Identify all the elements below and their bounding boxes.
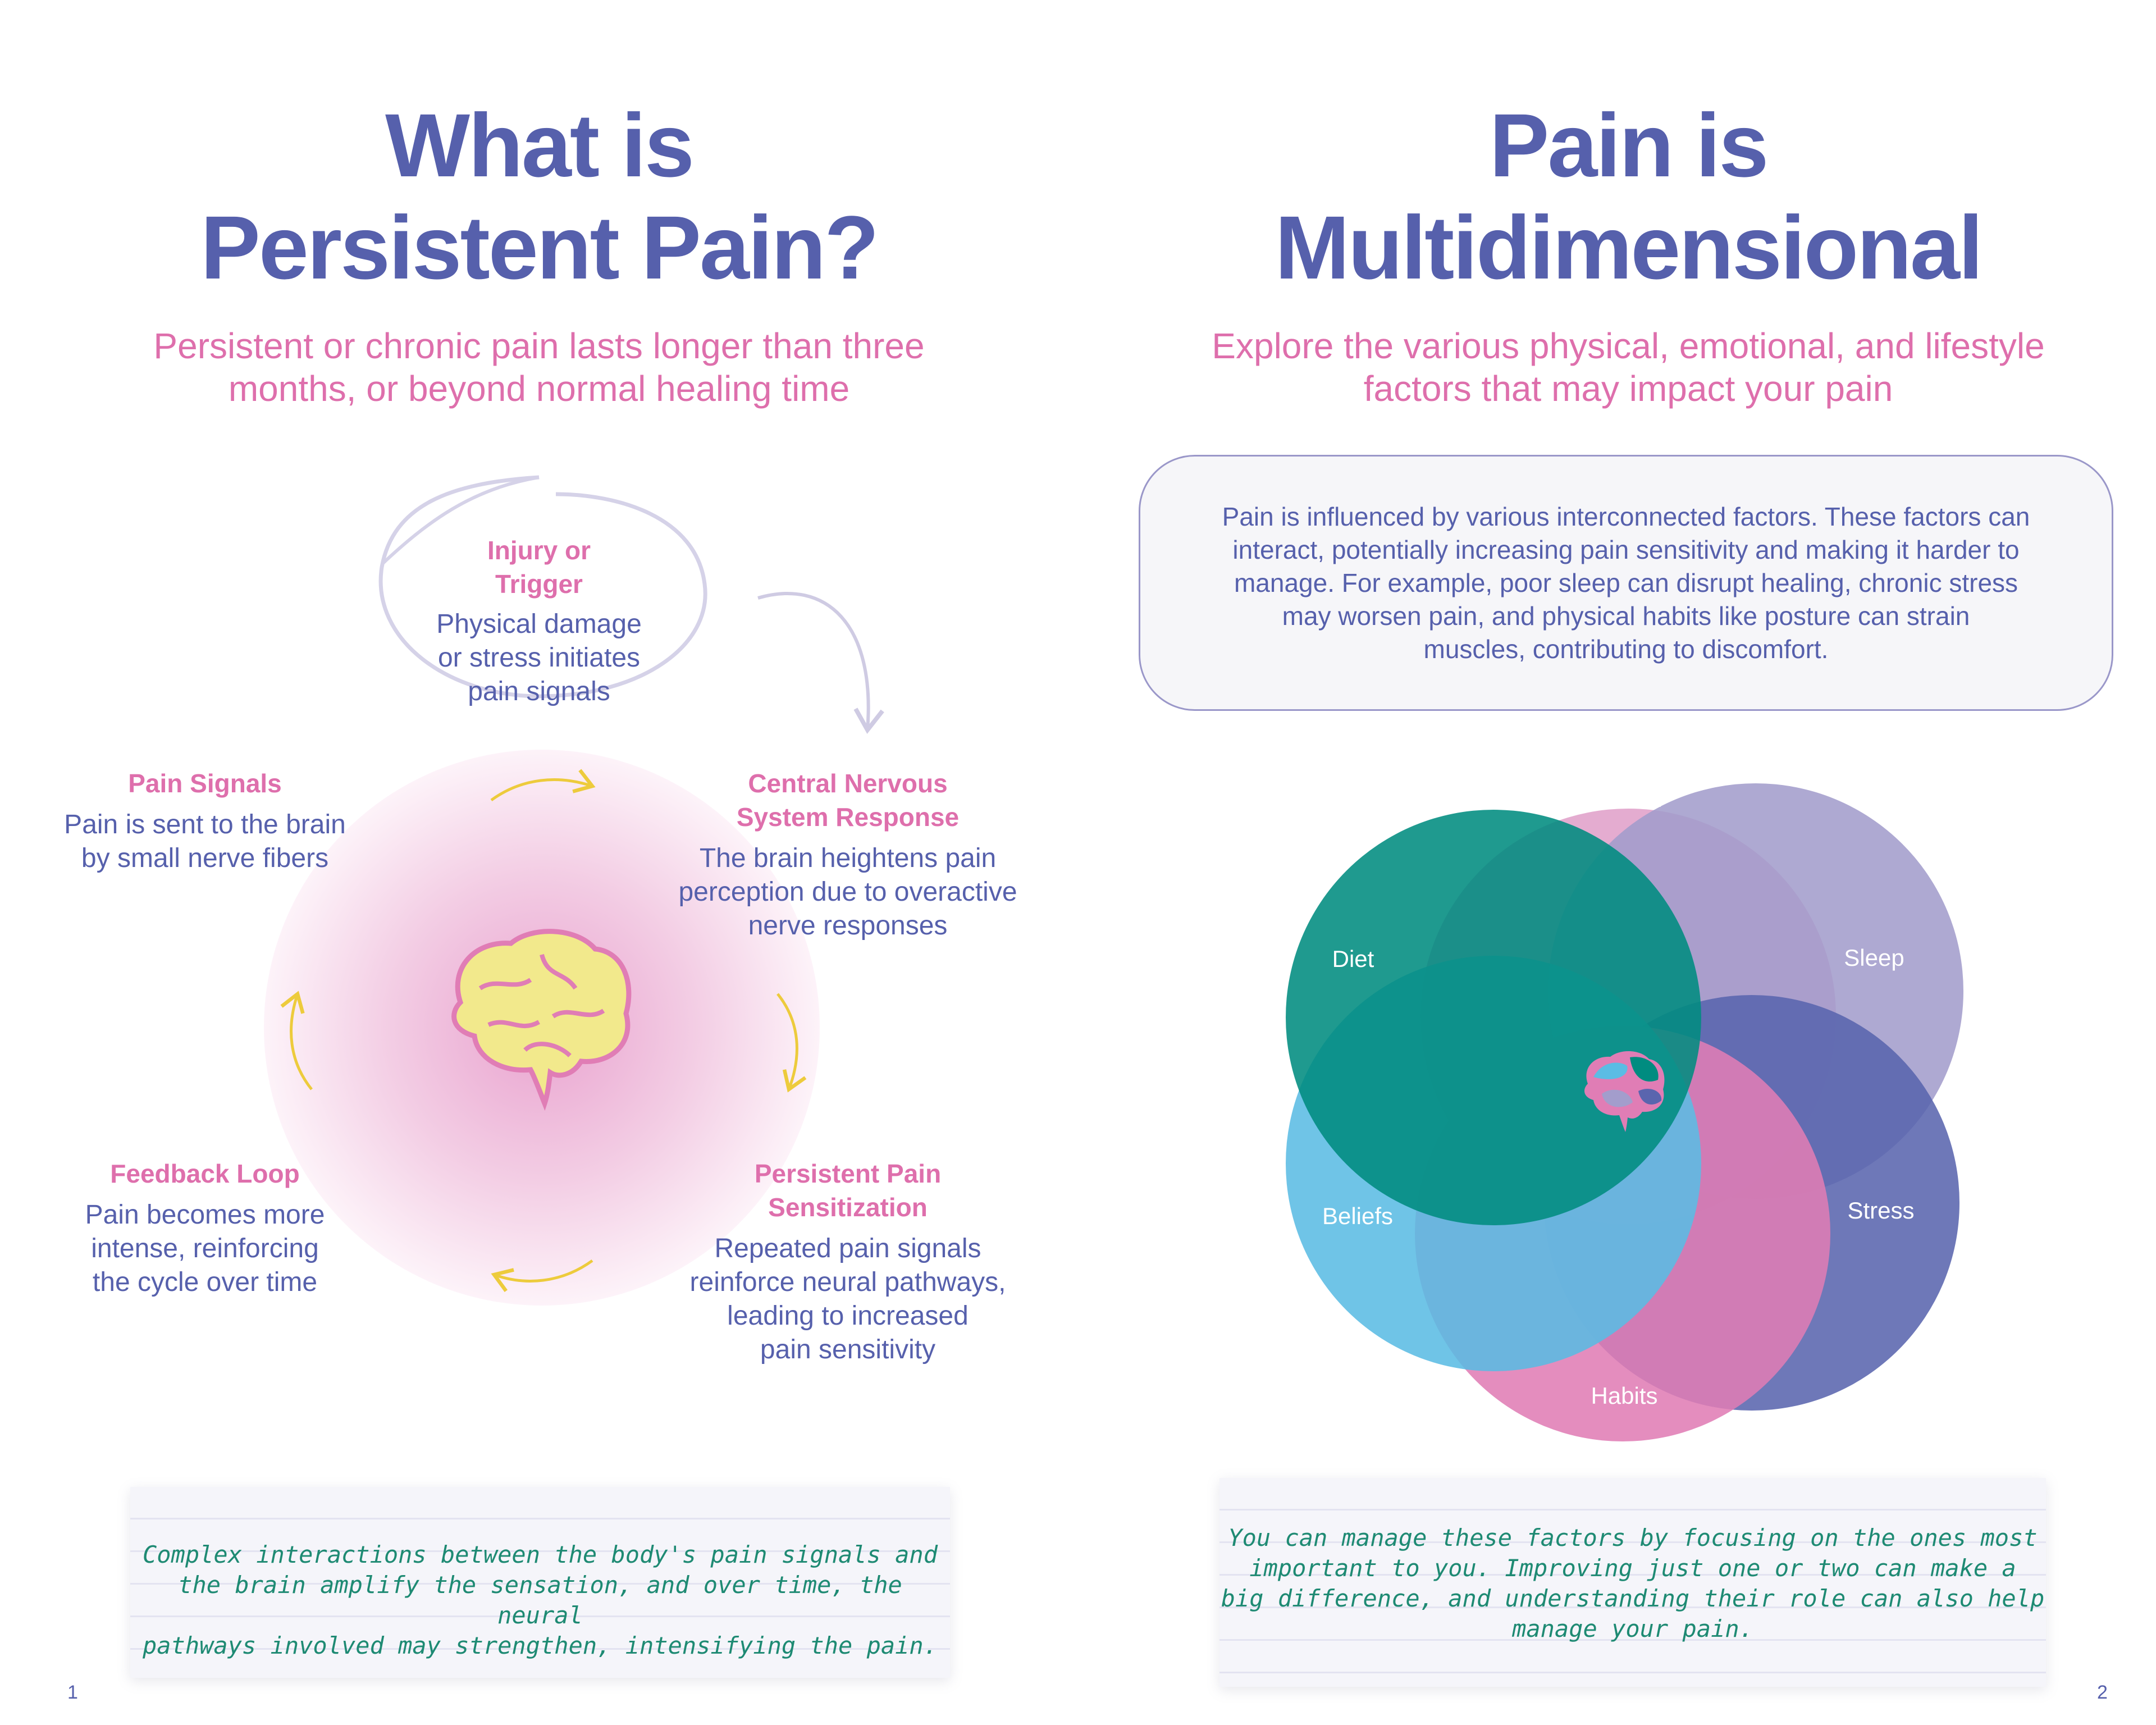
page-number: 2 (2097, 1682, 2108, 1703)
step-description: Pain becomes more intense, reinforcing the… (34, 1198, 376, 1299)
venn-label: Habits (1591, 1382, 1657, 1409)
venn-center-brain-icon (1584, 1051, 1665, 1132)
note-text: You can manage these factors by focusing… (1219, 1523, 2046, 1644)
note-line: pathways involved may strengthen, intens… (142, 1632, 938, 1659)
step-description: Repeated pain signals reinforce neural pa… (651, 1232, 1044, 1367)
text-line: reinforce neural pathways, (689, 1267, 1006, 1297)
brain-icon (451, 929, 632, 1111)
title-line: Persistent Pain? (200, 197, 879, 298)
page-subtitle: Explore the various physical, emotional,… (1168, 325, 2089, 410)
step-description: Pain is sent to the brain by small nerve … (34, 808, 376, 875)
title-line: Pain Signals (128, 769, 282, 798)
info-line: manage. For example, poor sleep can disr… (1234, 568, 2018, 597)
note-line: important to you. Improving just one or … (1249, 1554, 2016, 1582)
venn-label: Sleep (1844, 944, 1904, 971)
text-line: The brain heightens pain (699, 843, 997, 873)
step-feedback-loop: Feedback Loop Pain becomes more intense, … (34, 1157, 376, 1299)
note-line: You can manage these factors by focusing… (1228, 1524, 2038, 1551)
info-line: may worsen pain, and physical habits lik… (1282, 601, 1970, 631)
title-line: Multidimensional (1275, 197, 1984, 298)
subtitle-line: factors that may impact your pain (1363, 368, 1893, 409)
yellow-arrow-top (490, 769, 596, 802)
title-line: Feedback Loop (110, 1159, 300, 1188)
yellow-arrow-bottom (491, 1259, 593, 1292)
venn-label: Health (1594, 786, 1662, 812)
info-line: muscles, contributing to discomfort. (1423, 635, 1829, 664)
text-line: by small nerve fibers (81, 843, 329, 873)
text-line: intense, reinforcing (91, 1234, 319, 1263)
text-line: pain sensitivity (760, 1335, 936, 1365)
trigger-loop-tail (380, 476, 540, 566)
info-box: Pain is influenced by various interconne… (1139, 455, 2113, 711)
page-title: What is Persistent Pain? (135, 94, 943, 299)
venn-label: Stress (1847, 1197, 1914, 1224)
text-line: Repeated pain signals (714, 1234, 981, 1263)
step-injury-trigger: Injury or Trigger Physical damage or stres… (393, 533, 685, 709)
info-line: Pain is influenced by various interconne… (1222, 502, 2030, 531)
title-line: Persistent Pain (754, 1159, 942, 1188)
subtitle-line: months, or beyond normal healing time (228, 368, 850, 409)
title-line: Central Nervous (748, 769, 948, 798)
step-title: Feedback Loop (34, 1157, 376, 1190)
step-pain-signals: Pain Signals Pain is sent to the brain by… (34, 766, 376, 875)
note-card-left: Complex interactions between the body's … (130, 1487, 950, 1678)
yellow-arrow-right (776, 993, 807, 1093)
lavender-arrow (757, 592, 884, 734)
text-line: or stress initiates (437, 643, 641, 673)
page-number: 1 (67, 1682, 78, 1703)
title-line: Pain is (1489, 95, 1769, 195)
step-description: The brain heightens pain perception due t… (651, 842, 1044, 943)
note-line: manage your pain. (1512, 1615, 1753, 1642)
venn-label: Beliefs (1322, 1203, 1393, 1229)
pain-cycle-diagram (264, 475, 884, 1306)
text-line: the cycle over time (92, 1267, 318, 1297)
title-line: Sensitization (768, 1193, 928, 1222)
step-description: Physical damage or stress initiates pain s… (393, 608, 685, 709)
step-title: Pain Signals (34, 766, 376, 800)
text-line: Pain is sent to the brain (64, 810, 346, 839)
title-line: System Response (736, 802, 960, 832)
subtitle-line: Persistent or chronic pain lasts longer … (153, 326, 925, 366)
title-line: Trigger (495, 569, 583, 599)
text-line: perception due to overactive (678, 877, 1017, 907)
venn-label: Tissue (1594, 756, 1662, 783)
note-card-right: You can manage these factors by focusing… (1219, 1478, 2046, 1687)
step-title: Injury or Trigger (393, 533, 685, 601)
note-line: Complex interactions between the body's … (142, 1541, 938, 1568)
page-subtitle: Persistent or chronic pain lasts longer … (84, 325, 994, 410)
subtitle-line: Explore the various physical, emotional,… (1212, 326, 2045, 366)
text-line: Physical damage (436, 609, 642, 639)
venn-label: Diet (1332, 946, 1374, 972)
trigger-loop (378, 475, 707, 699)
text-line: Pain becomes more (85, 1200, 325, 1230)
yellow-arrow-left (280, 991, 313, 1090)
title-line: Injury or (487, 536, 591, 565)
text-line: leading to increased (727, 1301, 969, 1331)
note-line: big difference, and understanding their … (1221, 1585, 2045, 1612)
venn-circle-diet (1286, 810, 1701, 1225)
note-line: the brain amplify the sensation, and ove… (178, 1571, 902, 1629)
text-line: nerve responses (748, 911, 948, 941)
page-title: Pain is Multidimensional (1224, 94, 2032, 299)
info-text: Pain is influenced by various interconne… (1140, 500, 2112, 666)
title-line: What is (385, 95, 695, 195)
info-line: interact, potentially increasing pain se… (1232, 535, 2020, 564)
note-text: Complex interactions between the body's … (130, 1540, 950, 1661)
text-line: pain signals (468, 677, 610, 706)
